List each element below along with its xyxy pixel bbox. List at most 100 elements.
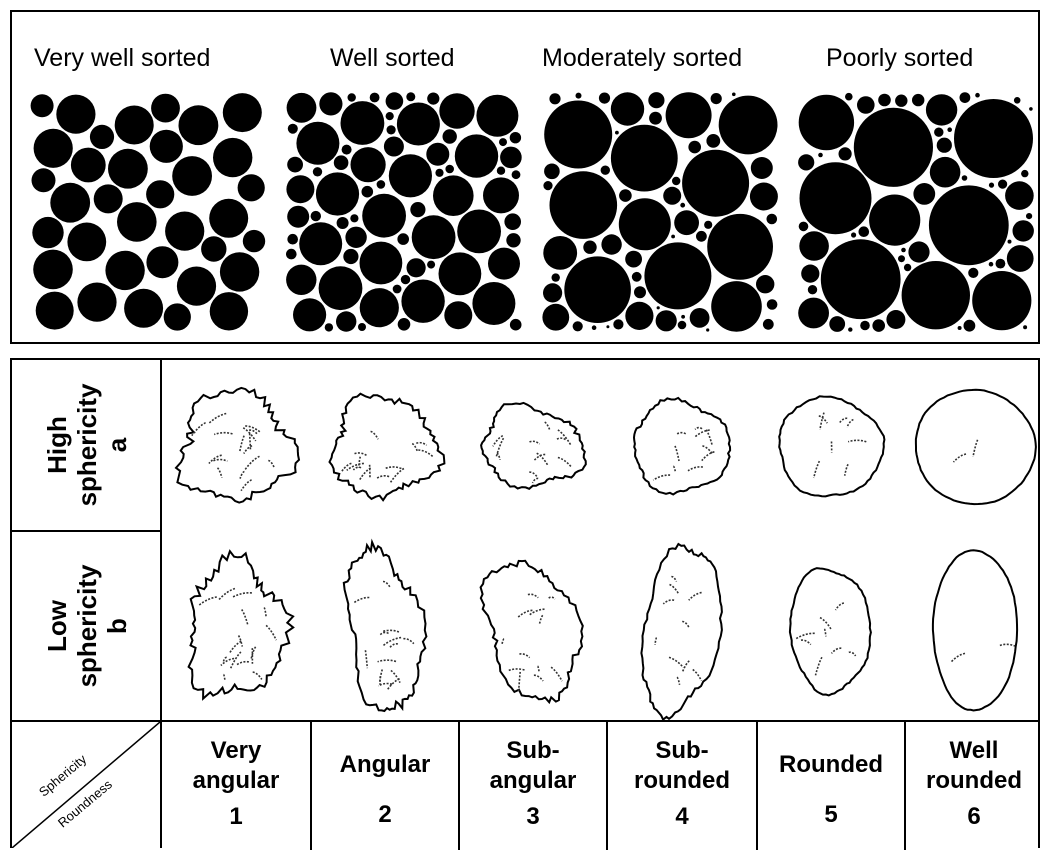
grain-44	[543, 181, 552, 190]
grain-42	[632, 272, 642, 282]
grain-17	[360, 288, 399, 327]
grain-26	[151, 94, 180, 123]
grain-13	[625, 302, 653, 330]
grain-24	[625, 251, 642, 268]
grain-10	[666, 92, 712, 138]
grain-5	[902, 261, 970, 329]
grain-38	[767, 214, 778, 225]
grain-14	[439, 252, 482, 295]
grain-59	[406, 92, 415, 101]
grain-51	[287, 234, 298, 245]
grain-33	[384, 137, 404, 157]
grain-62	[445, 165, 454, 174]
grain-40	[573, 321, 583, 331]
grain-43	[601, 166, 610, 175]
grain-45	[678, 321, 687, 330]
grain-13	[360, 242, 403, 285]
grain-7	[799, 95, 854, 150]
row-letter-b: b	[102, 541, 132, 711]
grain-low-sphericity-3	[481, 561, 583, 703]
grain-50	[901, 248, 906, 253]
grain-5	[455, 134, 498, 177]
grain-53	[1023, 325, 1027, 329]
grain-38	[998, 180, 1007, 189]
grain-34	[243, 230, 265, 252]
grain-48	[397, 233, 409, 245]
col-number-6: 6	[906, 802, 1040, 832]
grain-26	[444, 301, 472, 329]
row-label-low: Low	[42, 541, 72, 711]
col-angular-line1: Angular	[312, 750, 458, 780]
well-sorted-grains	[286, 92, 522, 332]
poorly-sorted-grains	[798, 92, 1034, 332]
grain-3	[682, 150, 749, 217]
grain-39	[767, 299, 778, 310]
grain-0	[50, 183, 90, 223]
col-number-2: 2	[312, 800, 458, 830]
corner-diagonal	[12, 722, 160, 848]
grain-46	[510, 319, 522, 331]
grain-71	[427, 261, 435, 269]
grain-16	[433, 175, 474, 216]
grain-10	[296, 122, 339, 165]
grain-46	[672, 177, 680, 185]
grain-21	[293, 298, 326, 331]
row-label-high-sphericity: High sphericity a	[12, 360, 162, 530]
grain-35	[386, 92, 404, 110]
grain-25	[94, 184, 123, 213]
grain-17	[115, 106, 154, 145]
grain-54	[680, 203, 685, 208]
grain-68	[350, 214, 358, 222]
col-sub-rounded-line2: rounded	[608, 766, 756, 796]
grain-70	[499, 138, 507, 146]
grain-21	[71, 148, 106, 183]
col-number-3: 3	[460, 802, 606, 832]
grain-15	[476, 95, 518, 137]
grain-11	[930, 157, 961, 188]
grain-19	[210, 292, 248, 330]
grain-22	[488, 248, 520, 280]
grain-43	[398, 318, 411, 331]
grain-23	[937, 138, 952, 153]
grain-26	[544, 164, 560, 180]
grain-19	[801, 265, 819, 283]
grain-72	[358, 323, 366, 331]
grain-29	[649, 112, 662, 125]
grain-9	[926, 94, 957, 125]
grain-20	[857, 96, 875, 114]
grain-30	[500, 147, 522, 169]
grain-42	[506, 233, 520, 247]
grain-50	[606, 325, 609, 328]
grain-10	[56, 95, 95, 134]
col-sub-angular-line1: Sub-	[460, 736, 606, 766]
grain-32	[32, 168, 56, 192]
col-well-rounded-line1: Well	[906, 736, 1040, 766]
grain-27	[706, 134, 720, 148]
grain-27	[319, 92, 342, 115]
grain-31	[90, 125, 114, 149]
grain-7	[213, 138, 252, 177]
col-rounded-line1: Rounded	[758, 750, 904, 780]
grain-58	[387, 125, 396, 134]
grain-3	[954, 99, 1033, 178]
grain-20	[351, 147, 386, 182]
row-letter-a: a	[102, 360, 132, 530]
grain-28	[895, 95, 907, 107]
grain-6	[220, 252, 259, 291]
col-very-angular-line1: Very	[162, 736, 310, 766]
grain-8	[316, 172, 359, 215]
label-very-well-sorted: Very well sorted	[34, 44, 210, 73]
grain-1	[412, 215, 456, 259]
label-poorly-sorted: Poorly sorted	[826, 44, 973, 73]
grain-66	[348, 93, 356, 101]
grain-29	[287, 206, 309, 228]
grain-37	[934, 128, 943, 137]
grain-30	[960, 92, 971, 103]
grain-34	[799, 222, 809, 232]
grain-31	[859, 226, 870, 237]
grain-29	[164, 303, 191, 330]
grain-49	[510, 132, 521, 143]
grain-57	[401, 275, 410, 284]
grain-5	[564, 256, 631, 323]
grain-34	[407, 258, 426, 277]
